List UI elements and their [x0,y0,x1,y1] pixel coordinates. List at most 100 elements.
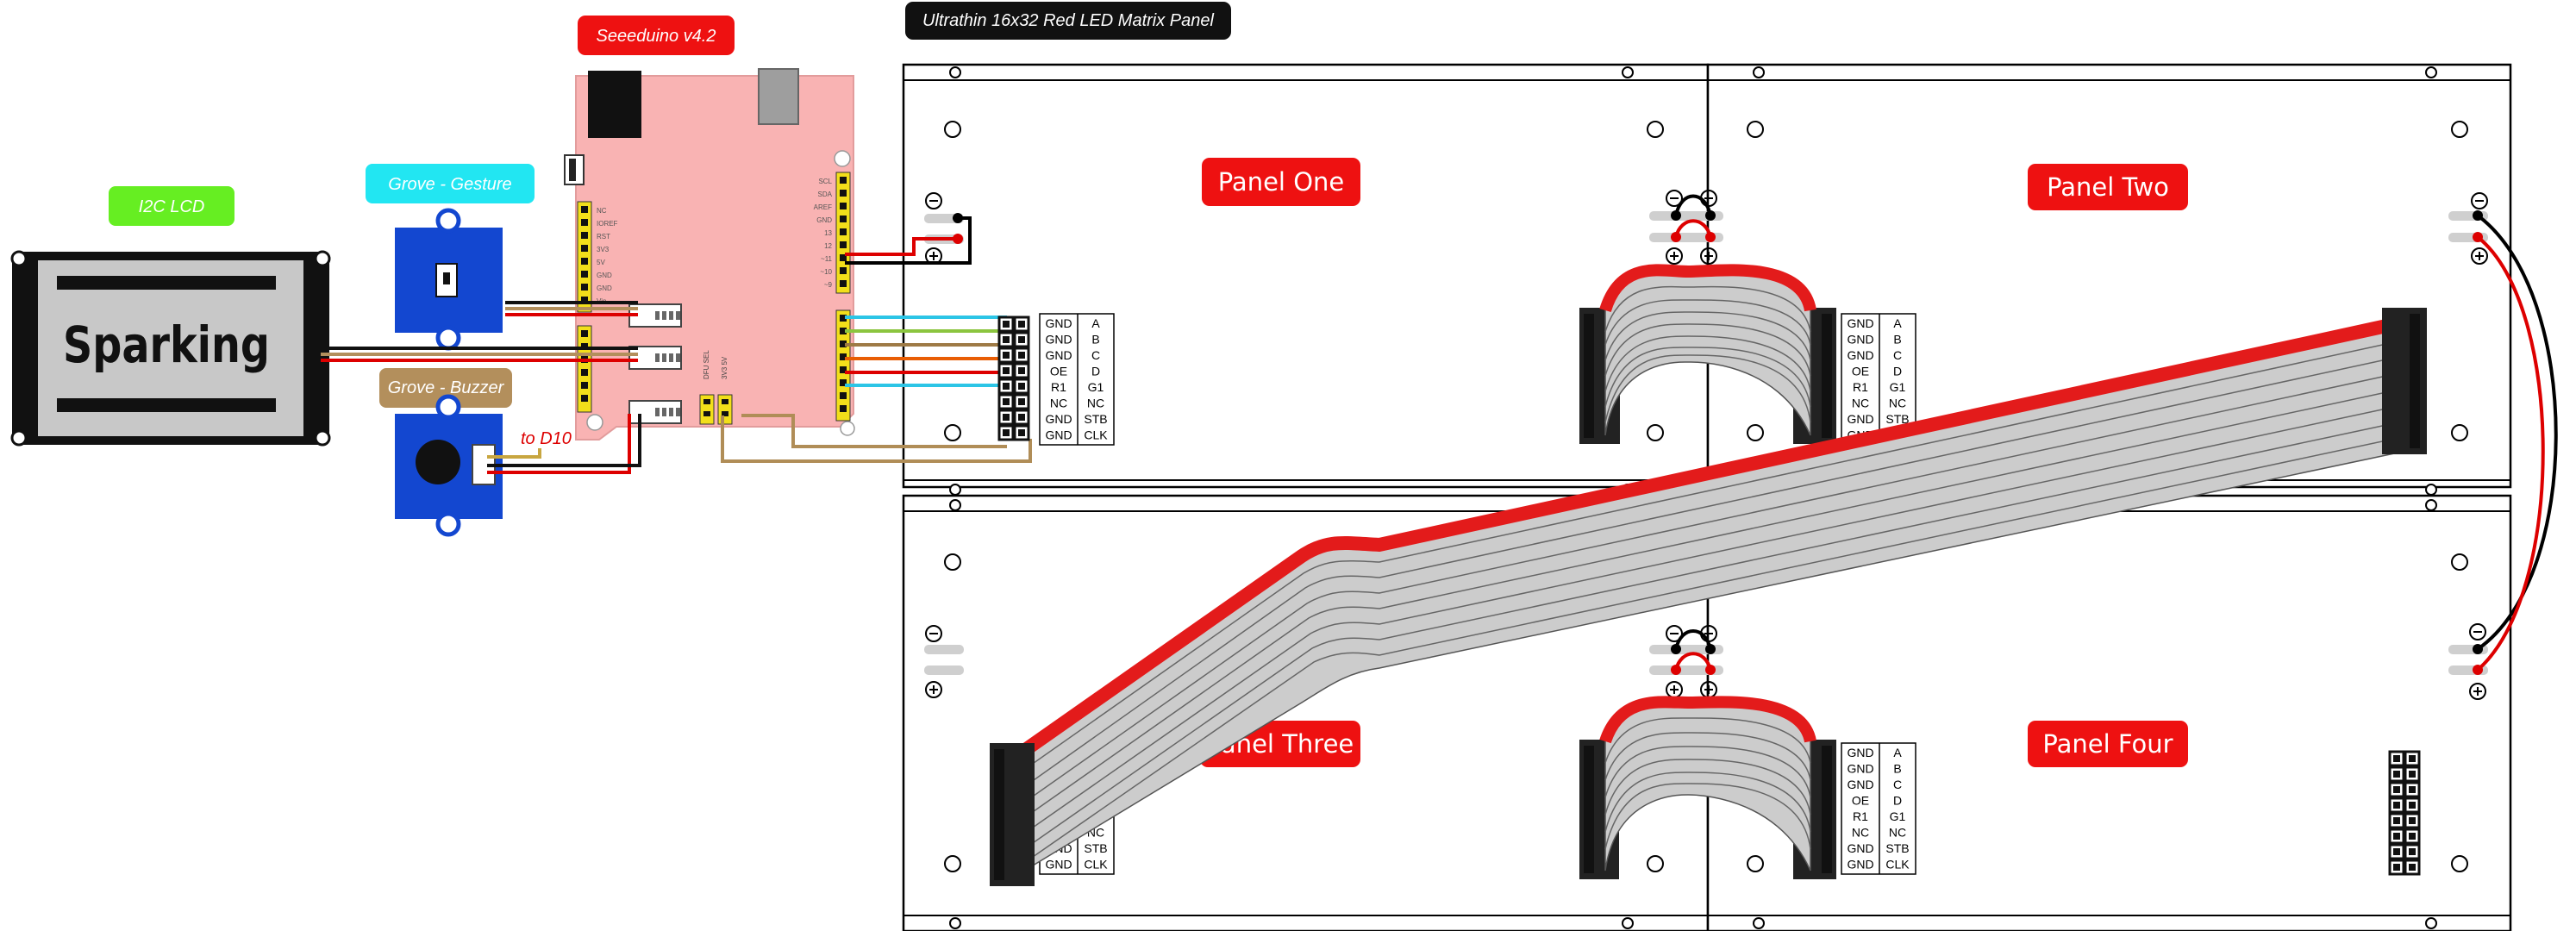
pin-label-left: NC [1852,826,1869,840]
buzzer-note: to D10 [521,429,572,448]
pin-label-left: R1 [1051,380,1066,394]
pin-label-left: GND [1847,858,1873,872]
board-pin-label: GND [597,272,612,279]
pin-label-left: GND [1847,333,1873,347]
pin-label-right: C [1091,348,1100,362]
pin-label-right: A [1893,746,1902,759]
power-terminal-panel-two-right [2448,192,2488,265]
pin-label-left: NC [1852,397,1869,410]
power-wire-red [2476,235,2545,672]
ribbon-cable-panel2-to-panel3 [990,308,2427,886]
panel-one-tag: Panel One [1202,158,1360,206]
pin-label-right: STB [1885,412,1909,426]
ribbon-cable-panel3-to-panel4 [1599,696,1816,872]
power-terminal-panel-two-left [1649,190,1723,265]
pin-label-right: CLK [1885,858,1910,872]
pin-label-left: GND [1847,746,1873,759]
board-pin-label: SCL [818,178,832,185]
lcd-display-text: Sparking [63,316,270,374]
power-jack [758,68,799,125]
digital-header-bottom [835,309,851,422]
pin-label-right: G1 [1890,380,1906,394]
svg-text:3V3 5V: 3V3 5V [721,356,728,379]
stb-wire [741,414,1007,448]
pin-label-right: C [1893,348,1902,362]
pin-label-left: GND [1045,858,1072,872]
board-pin-label: 12 [824,242,832,250]
power-wire-black [2476,214,2558,651]
grove-wires [321,301,641,474]
pin-label-left: GND [1045,428,1072,442]
pin-label-left: R1 [1853,380,1868,394]
pin-label-left: GND [1847,778,1873,791]
buzzer-tag-label: Grove - Buzzer [388,378,505,397]
grove-buzzer: Grove - Buzzer to D10 [379,368,572,537]
power-terminals [924,190,2558,700]
panel-two-tag: Panel Two [2028,164,2188,210]
board-pin-label: SDA [818,191,833,198]
pin-label-left: OE [1852,794,1869,808]
power-terminal-panel-three [924,625,964,698]
pin-label-right: A [1893,316,1902,330]
board-pin-label: GND [816,216,832,224]
pin-label-right: CLK [1084,858,1108,872]
pin-label-left: GND [1847,841,1873,855]
pin-label-right: NC [1889,397,1906,410]
usb-port [588,71,641,138]
pin-label-right: G1 [1890,809,1906,823]
board-pin-label: AREF [814,203,832,211]
pin-label-right: B [1893,333,1901,347]
panel-one [902,63,1710,489]
board-gnd-wire [845,216,972,265]
pin-label-left: R1 [1853,809,1868,823]
pin-label-right: D [1893,365,1902,378]
pin-label-left: GND [1045,412,1072,426]
pin-label-right: STB [1885,841,1909,855]
gesture-tag-label: Grove - Gesture [388,175,511,194]
pin-label-right: B [1091,333,1099,347]
panel-two-label: Panel Two [2047,172,2169,202]
matrix-tag: Ultrathin 16x32 Red LED Matrix Panel [905,2,1231,40]
pin-label-right: NC [1087,397,1104,410]
pin-label-left: GND [1045,333,1072,347]
seeeduino-board: SCLSDAAREFGND1312~11~10~9NCIOREFRST3V35V… [564,68,855,441]
pin-label-right: G1 [1088,380,1104,394]
panel-four-output-header [2388,750,2421,876]
clk-wire [721,416,1032,463]
pin-label-right: B [1893,762,1901,776]
pin-label-right: D [1091,365,1100,378]
board-pin-label: IOREF [597,220,618,228]
pin-label-right: STB [1084,841,1107,855]
board-pin-label: ~10 [820,268,832,276]
buzzer-icon [416,440,460,484]
pin-label-left: GND [1847,348,1873,362]
board-pin-label: 3V3 [597,246,610,253]
ribbon-cable-panel1-to-panel2 [1599,264,1816,436]
pin-label-left: OE [1050,365,1067,378]
pin-label-left: NC [1050,397,1067,410]
panel-one-label: Panel One [1218,167,1345,197]
board-label: Seeeduino v4.2 [596,27,716,46]
i2c-lcd: I2C LCD Sparking [10,186,331,447]
grove-gesture: Grove - Gesture [366,164,535,351]
board-tag: Seeeduino v4.2 [578,16,735,55]
pin-label-right: C [1893,778,1902,791]
lcd-tag-label: I2C LCD [139,197,205,216]
power-header [577,201,592,313]
board-pin-label: ~11 [821,255,833,263]
pin-label-right: STB [1084,412,1107,426]
board-pin-label: 13 [824,229,832,237]
panel-one-input-header [997,316,1030,441]
board-pin-label: ~9 [824,281,833,289]
pin-label-left: GND [1847,762,1873,776]
pin-label-left: GND [1847,412,1873,426]
pin-label-left: GND [1847,316,1873,330]
pin-label-left: OE [1852,365,1869,378]
board-pin-label: NC [597,207,607,215]
matrix-label: Ultrathin 16x32 Red LED Matrix Panel [922,11,1214,30]
pin-label-right: D [1893,794,1902,808]
pin-label-left: GND [1045,316,1072,330]
